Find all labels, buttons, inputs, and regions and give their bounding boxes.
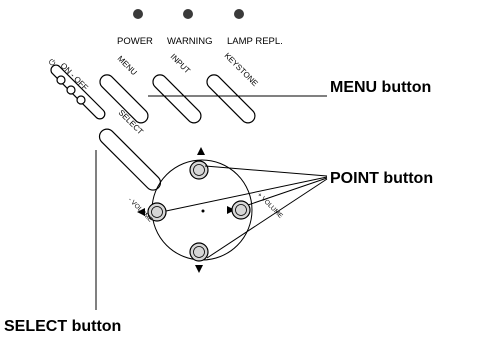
up-arrow-icon bbox=[197, 147, 205, 155]
indicator-warning: WARNING bbox=[167, 9, 213, 47]
keystone-button-label: KEYSTONE bbox=[223, 51, 260, 88]
warning-indicator-label: WARNING bbox=[167, 36, 213, 47]
left-arrow-icon bbox=[137, 208, 145, 216]
point-left-inner bbox=[151, 206, 163, 218]
power-indicator-lamp bbox=[133, 9, 143, 19]
on-off-dot-1 bbox=[56, 75, 66, 85]
select-button[interactable]: SELECT bbox=[96, 108, 163, 193]
on-off-button-body[interactable] bbox=[49, 63, 107, 121]
power-symbol-icon: ⏻ bbox=[47, 57, 58, 68]
point-up-outer[interactable] bbox=[189, 160, 209, 180]
input-button-label: INPUT bbox=[169, 52, 192, 75]
point-right-inner bbox=[235, 204, 247, 216]
input-button-body[interactable] bbox=[150, 72, 204, 126]
indicator-power: POWER bbox=[117, 9, 153, 47]
point-leader-up bbox=[204, 165, 328, 177]
point-left-outer[interactable] bbox=[147, 202, 167, 222]
point-button-up[interactable] bbox=[189, 147, 209, 180]
select-button-callout: SELECT button bbox=[4, 318, 121, 335]
volume-plus-label: + VOLUME bbox=[256, 191, 285, 220]
keystone-button-body[interactable] bbox=[204, 72, 258, 126]
point-leader-left bbox=[165, 176, 328, 212]
point-down-outer[interactable] bbox=[189, 242, 209, 262]
point-right-outer[interactable] bbox=[231, 200, 251, 220]
point-up-inner bbox=[193, 164, 205, 176]
point-leader-right bbox=[247, 177, 328, 206]
point-down-inner bbox=[193, 246, 205, 258]
point-button-callout: POINT button bbox=[330, 170, 433, 187]
point-button-down[interactable] bbox=[189, 242, 209, 273]
select-button-body[interactable] bbox=[96, 126, 163, 193]
lamp-repl-indicator-label: LAMP REPL. bbox=[227, 36, 283, 47]
right-arrow-icon bbox=[227, 206, 235, 214]
point-pad-center-dot bbox=[201, 209, 205, 213]
point-leader-down bbox=[206, 178, 328, 259]
menu-button-callout: MENU button bbox=[330, 79, 431, 96]
indicator-lamp-repl: LAMP REPL. bbox=[227, 9, 283, 47]
warning-indicator-lamp bbox=[183, 9, 193, 19]
power-indicator-label: POWER bbox=[117, 36, 153, 47]
input-button[interactable]: INPUT bbox=[150, 52, 204, 126]
menu-button-body[interactable] bbox=[97, 72, 151, 126]
keystone-button[interactable]: KEYSTONE bbox=[204, 51, 260, 126]
point-button-right[interactable] bbox=[227, 200, 251, 220]
on-off-dot-3 bbox=[76, 95, 86, 105]
down-arrow-icon bbox=[195, 265, 203, 273]
point-button-left[interactable] bbox=[137, 202, 167, 222]
on-off-button[interactable]: ⏻ ON - OFF bbox=[47, 57, 107, 121]
lamp-repl-indicator-lamp bbox=[234, 9, 244, 19]
menu-button-label: MENU bbox=[116, 54, 139, 77]
on-off-dot-2 bbox=[66, 85, 76, 95]
